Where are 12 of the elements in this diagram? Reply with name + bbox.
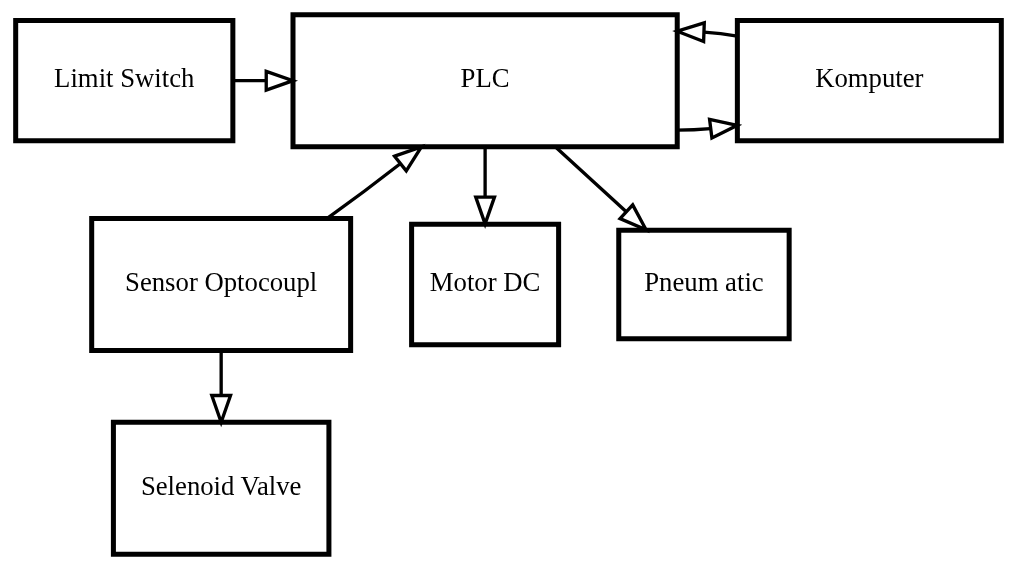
node-box: Sensor Optocoupl	[89, 216, 354, 353]
arrow	[677, 117, 743, 141]
node-box: Motor DC	[409, 221, 562, 348]
node-box: Pneum atic	[616, 227, 792, 342]
arrow	[672, 20, 738, 44]
node-box: Komputer	[734, 18, 1004, 144]
node-box: Selenoid Valve	[110, 419, 332, 557]
arrow	[473, 146, 497, 229]
node-box: PLC	[290, 12, 680, 150]
node-box: Limit Switch	[13, 18, 236, 144]
arrow	[233, 69, 298, 93]
arrow	[209, 350, 233, 428]
